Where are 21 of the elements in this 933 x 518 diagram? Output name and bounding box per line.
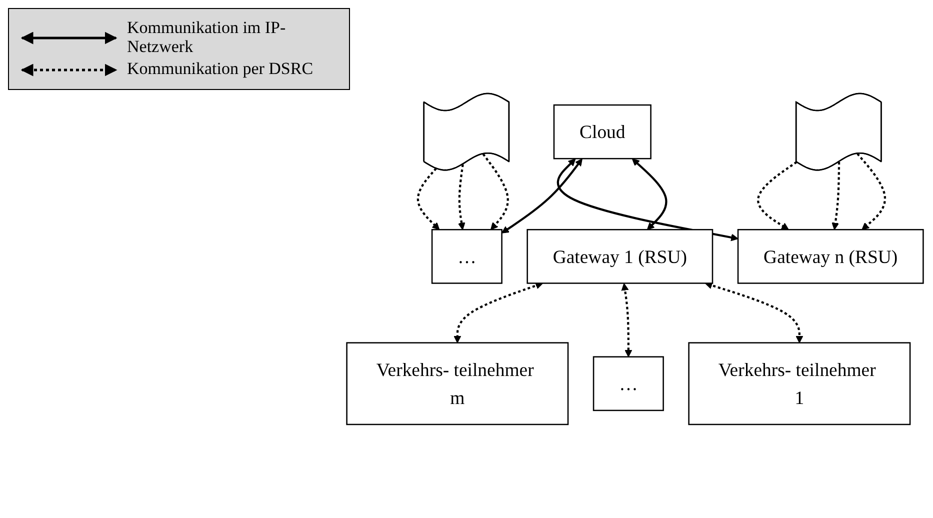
arrow bbox=[501, 158, 582, 234]
arrow bbox=[482, 153, 509, 230]
arrow bbox=[757, 161, 798, 230]
node-box: Verkehrs- teilnehmer m bbox=[346, 342, 569, 426]
arrow bbox=[832, 162, 840, 230]
arrow bbox=[416, 168, 440, 230]
node-box: Cloud bbox=[553, 104, 652, 160]
node-box: Gateway n (RSU) bbox=[737, 229, 924, 284]
node-box: … bbox=[431, 229, 502, 284]
legend-text: Kommunikation im IP-Netzwerk bbox=[127, 19, 287, 56]
arrow bbox=[458, 164, 466, 230]
arrow bbox=[704, 282, 804, 344]
arrow bbox=[632, 158, 668, 230]
node-box: Gateway 1 (RSU) bbox=[526, 229, 714, 284]
arrow bbox=[621, 283, 632, 358]
node-box: … bbox=[592, 356, 664, 412]
arrow bbox=[556, 158, 738, 242]
node-box: Verkehrs- teilnehmer 1 bbox=[688, 342, 911, 426]
arrow bbox=[454, 282, 543, 344]
arrow bbox=[856, 153, 886, 230]
legend-text: Kommunikation per DSRC bbox=[127, 60, 314, 80]
